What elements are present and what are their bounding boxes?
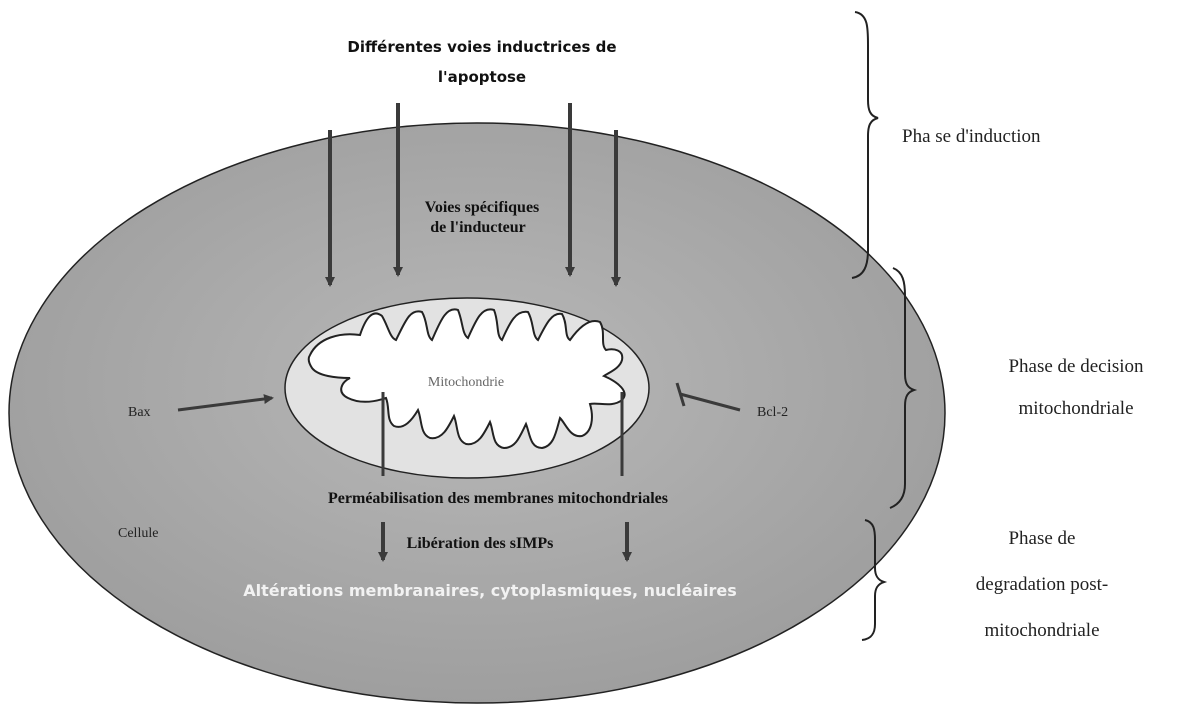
phase-degradation-line3: mitochondriale	[984, 620, 1099, 641]
phase-induction: Pha se d'induction	[902, 126, 1041, 147]
phase-degradation-line2: degradation post-	[976, 574, 1108, 595]
phase-decision-line1: Phase de decision	[1008, 356, 1144, 377]
specific-pathways-line1: Voies spécifiques	[425, 199, 540, 216]
phase-degradation-line1: Phase de	[1008, 528, 1075, 549]
phase-decision-line2: mitochondriale	[1018, 398, 1133, 419]
header-line2: l'apoptose	[438, 68, 526, 86]
specific-pathways-line2: de l'inducteur	[430, 219, 526, 236]
bcl2-label: Bcl-2	[757, 405, 788, 420]
permeabilization-label: Perméabilisation des membranes mitochond…	[328, 490, 668, 507]
bax-label: Bax	[128, 405, 151, 420]
release-label: Libération des sIMPs	[407, 535, 554, 552]
brace-induction	[852, 12, 878, 278]
cell-label: Cellule	[118, 526, 158, 541]
alterations-label: Altérations membranaires, cytoplasmiques…	[243, 581, 737, 600]
header-line1: Différentes voies inductrices de	[347, 38, 616, 56]
mitochondria-label: Mitochondrie	[428, 375, 504, 390]
